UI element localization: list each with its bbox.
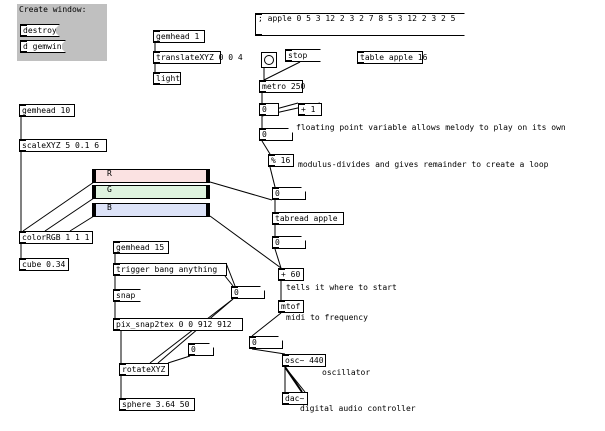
patch-cord [167,355,191,364]
metro-250[interactable]: metro 250 [259,80,305,93]
patch-cord [269,166,276,188]
patch-cord [224,275,234,287]
stop-message[interactable]: stop [285,49,321,62]
gemhead-1[interactable]: gemhead 1 [153,30,205,43]
slider-red-label: R [107,169,112,178]
patch-cord [69,215,95,232]
table-apple[interactable]: table apple 16 [357,51,427,64]
patch-cord [209,215,282,269]
create-message[interactable]: d gemwin [20,40,66,53]
plus-60[interactable]: + 60 [278,268,304,281]
create-window-group: Create window: destroy d gemwin [17,4,107,61]
dac[interactable]: dac~ [282,392,308,405]
comment-modulus: modulus-divides and gives remainder to c… [298,160,549,169]
sphere[interactable]: sphere 3.64 50 [119,398,195,411]
plus-1[interactable]: + 1 [298,103,322,116]
comment-tells-start: tells it where to start [286,283,397,292]
mtof-number[interactable]: 0 [249,336,283,349]
comment-float-variable: floating point variable allows melody to… [296,123,566,132]
apple-message[interactable]: ; apple 0 5 3 12 2 3 2 7 8 5 3 12 2 3 2 … [255,13,465,36]
patch-cord [157,298,234,364]
slider-blue-handle[interactable] [206,204,209,216]
patch-cord [274,248,282,269]
patch-cord [251,312,282,337]
slider-green-handle[interactable] [206,186,209,198]
scale-xyz[interactable]: scaleXYZ 5 0.1 6 [19,139,107,152]
float-box[interactable]: 0 [259,103,279,116]
slider-green-left-edge [93,186,96,198]
rotate-number-2[interactable]: 0 [188,343,214,356]
patch-cord [225,262,236,287]
cube[interactable]: cube 0.34 [19,258,69,271]
slider-red-left-edge [93,170,96,182]
patch-cord [275,102,299,110]
counter-number[interactable]: 0 [259,128,293,141]
snap-message[interactable]: snap [113,289,141,302]
tabread-apple[interactable]: tabread apple [272,212,344,225]
slider-red-handle[interactable] [206,170,209,182]
color-rgb[interactable]: colorRGB 1 1 1 [19,231,93,244]
patch-cord [261,140,271,155]
osc-440[interactable]: osc~ 440 [282,354,326,367]
patch-cord [149,298,234,364]
create-window-label: Create window: [19,5,87,14]
rotate-xyz[interactable]: rotateXYZ [119,363,169,376]
mtof[interactable]: mtof [278,300,304,313]
patch-cord [251,348,286,355]
bang-toggle[interactable] [261,52,277,68]
slider-blue[interactable]: B [92,203,210,217]
comment-oscillator: oscillator [322,368,371,377]
tabread-number[interactable]: 0 [272,236,306,249]
gemhead-10[interactable]: gemhead 10 [19,104,75,117]
mod-number[interactable]: 0 [272,187,306,200]
translate-xyz[interactable]: translateXYZ 0 0 4 [153,51,243,64]
destroy-message[interactable]: destroy [20,24,60,37]
bang-ring [264,55,274,65]
patch-cord [209,181,273,201]
trigger-bang-anything[interactable]: trigger bang anything [113,263,227,276]
gemhead-15[interactable]: gemhead 15 [113,241,169,254]
slider-blue-left-edge [93,204,96,216]
audio-cord [284,366,303,393]
comment-dac: digital audio controller [300,404,416,413]
comment-midi-frequency: midi to frequency [286,313,368,322]
pix-snap2tex[interactable]: pix_snap2tex 0 0 912 912 [113,318,243,331]
patch-cord [22,181,95,232]
slider-blue-label: B [107,203,112,212]
slider-green[interactable]: G [92,185,210,199]
patch-cord [44,197,95,232]
slider-red[interactable]: R [92,169,210,183]
modulus-16[interactable]: % 16 [268,154,294,167]
patch-cord [263,61,301,81]
light[interactable]: light [153,72,181,85]
slider-green-label: G [107,185,112,194]
rotate-number[interactable]: 0 [231,286,265,299]
